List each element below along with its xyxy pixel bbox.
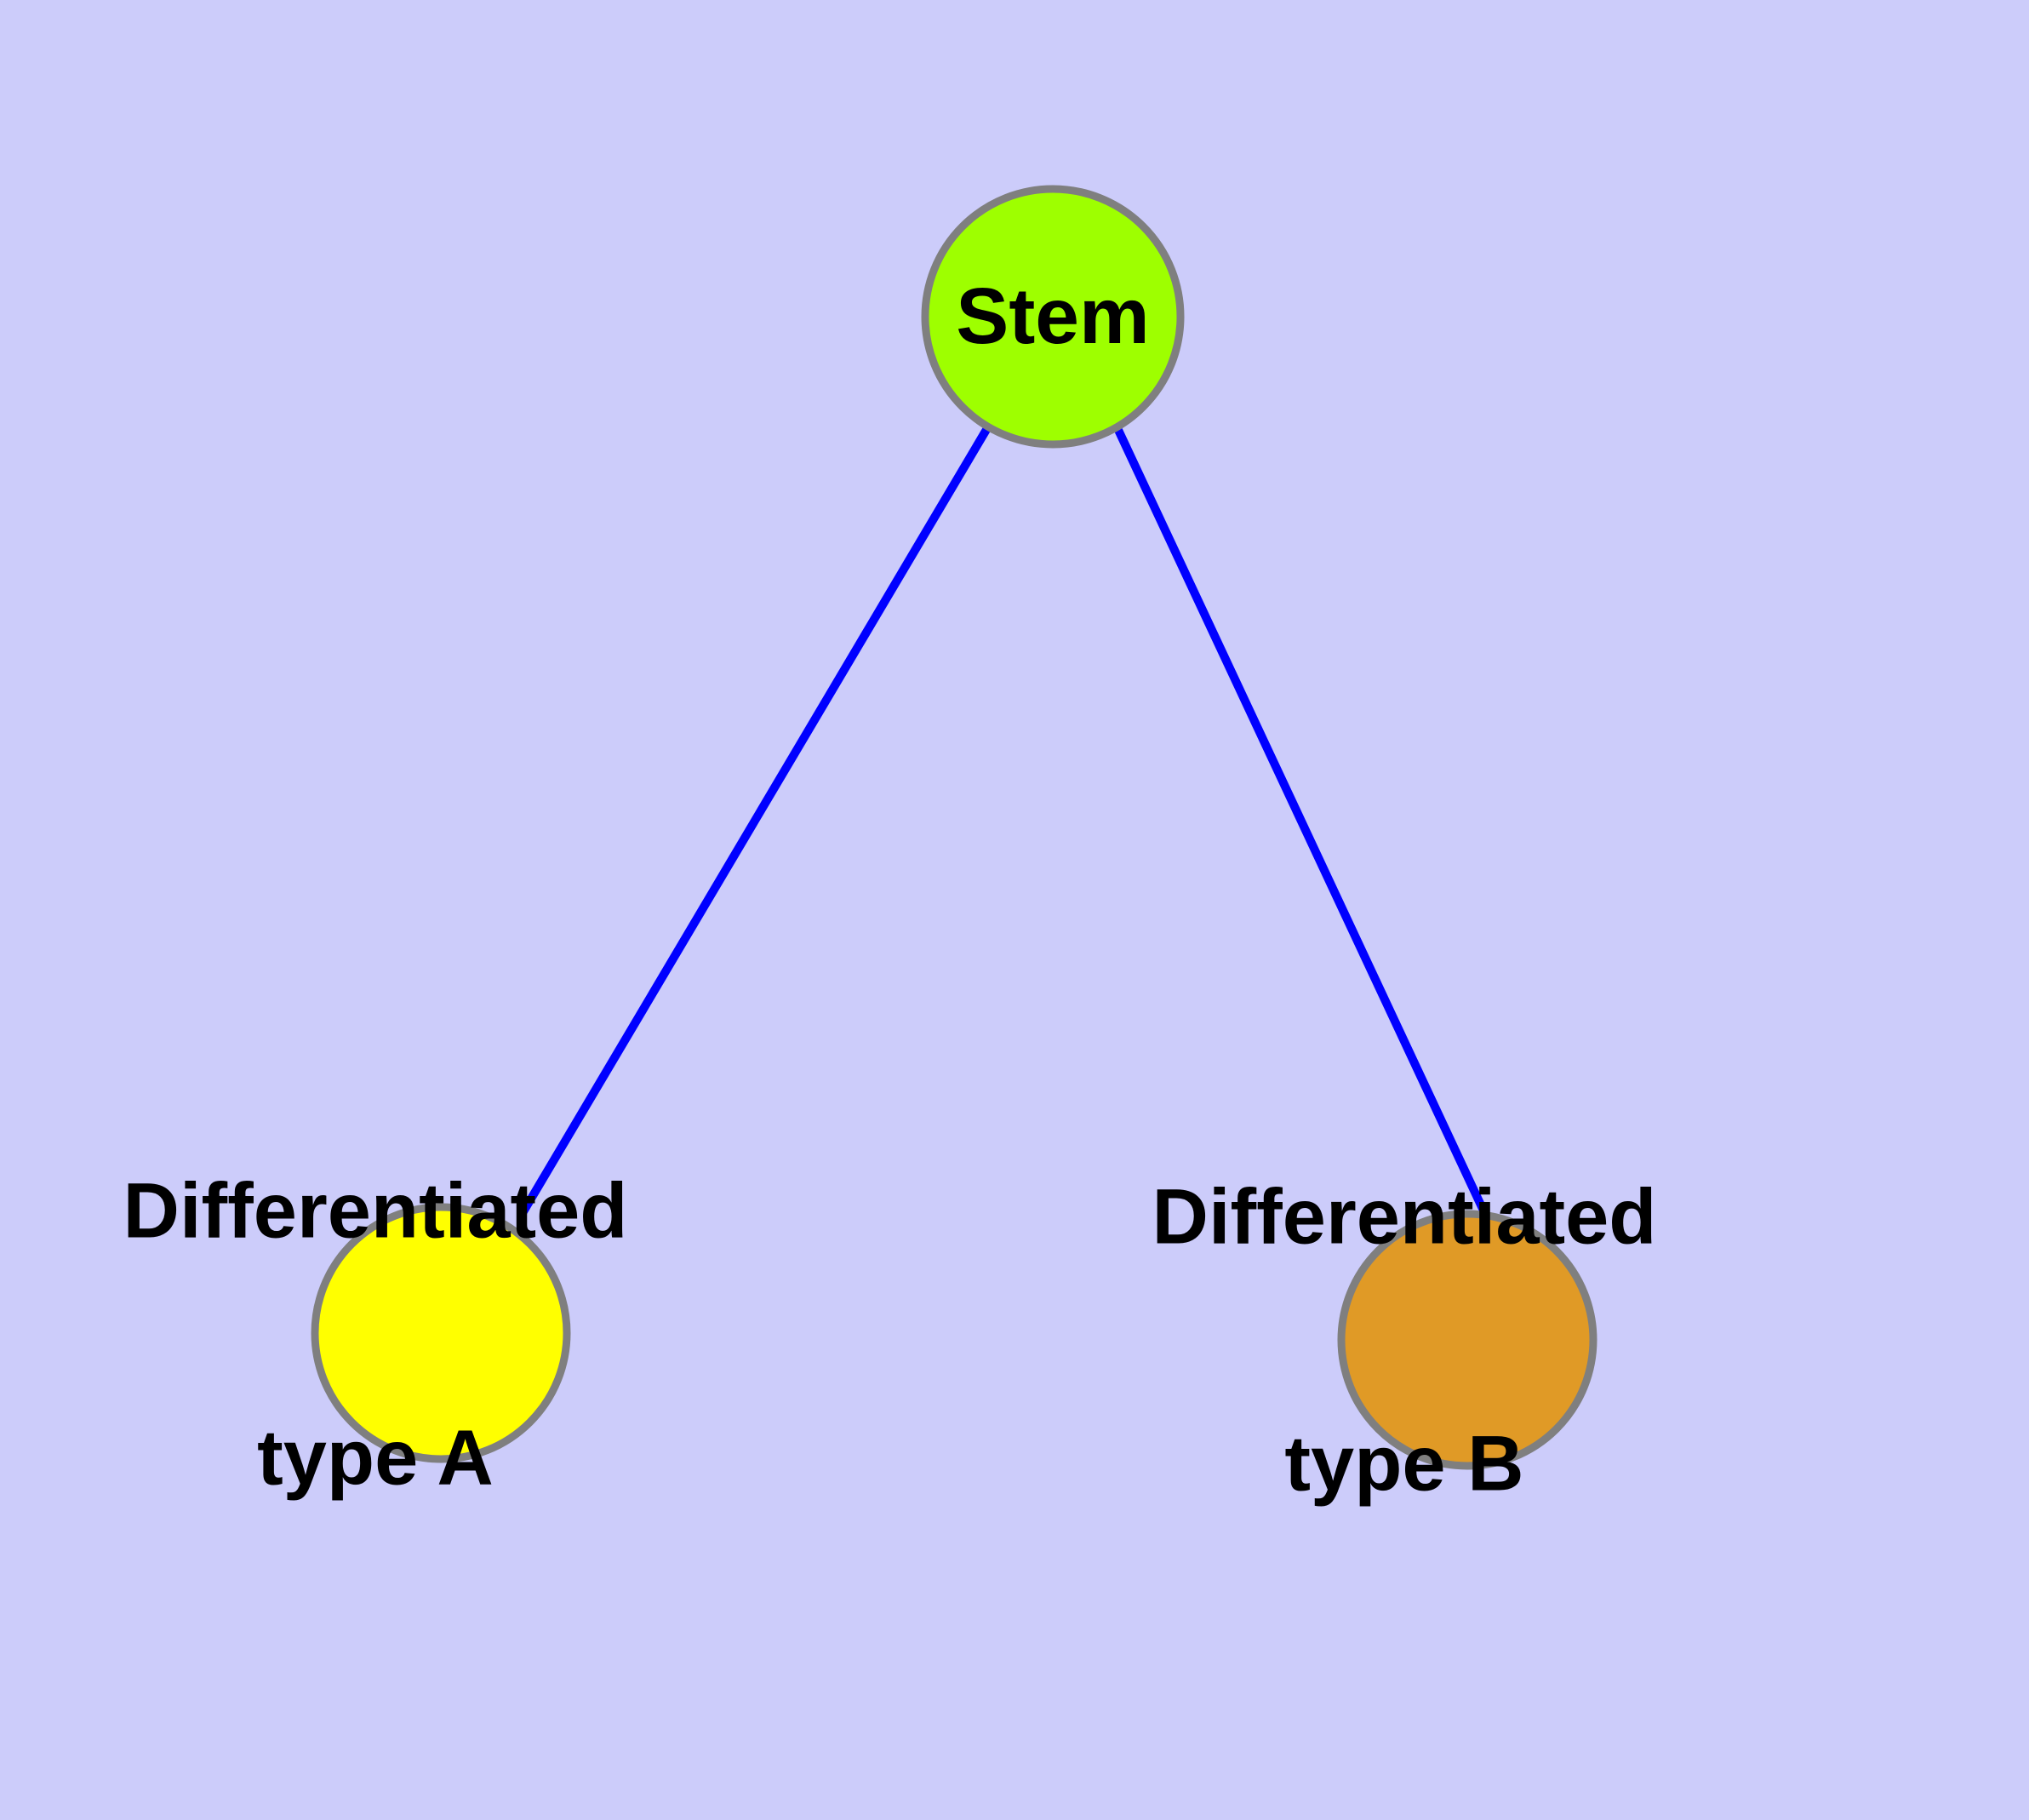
node-label-differentiated-type-b: Differentiated type B <box>1152 1012 1657 1670</box>
node-label-stem-line1: Stem <box>956 272 1150 361</box>
node-label-type-a-line1: Differentiated <box>123 1167 628 1255</box>
node-circle-differentiated-type-a[interactable] <box>311 1203 571 1463</box>
edge-stem-to-type-b[interactable] <box>1113 426 1494 1226</box>
node-label-differentiated-type-a: Differentiated type A <box>123 1006 628 1664</box>
node-circle-differentiated-type-b[interactable] <box>1337 1210 1597 1470</box>
node-label-stem: Stem <box>956 109 1149 524</box>
node-label-type-a-line2: type A <box>257 1414 494 1502</box>
node-label-type-b-line1: Differentiated <box>1152 1173 1657 1261</box>
node-circle-stem[interactable] <box>921 185 1185 449</box>
edge-stem-to-type-a[interactable] <box>518 426 992 1216</box>
node-label-type-b-line2: type B <box>1284 1420 1524 1508</box>
